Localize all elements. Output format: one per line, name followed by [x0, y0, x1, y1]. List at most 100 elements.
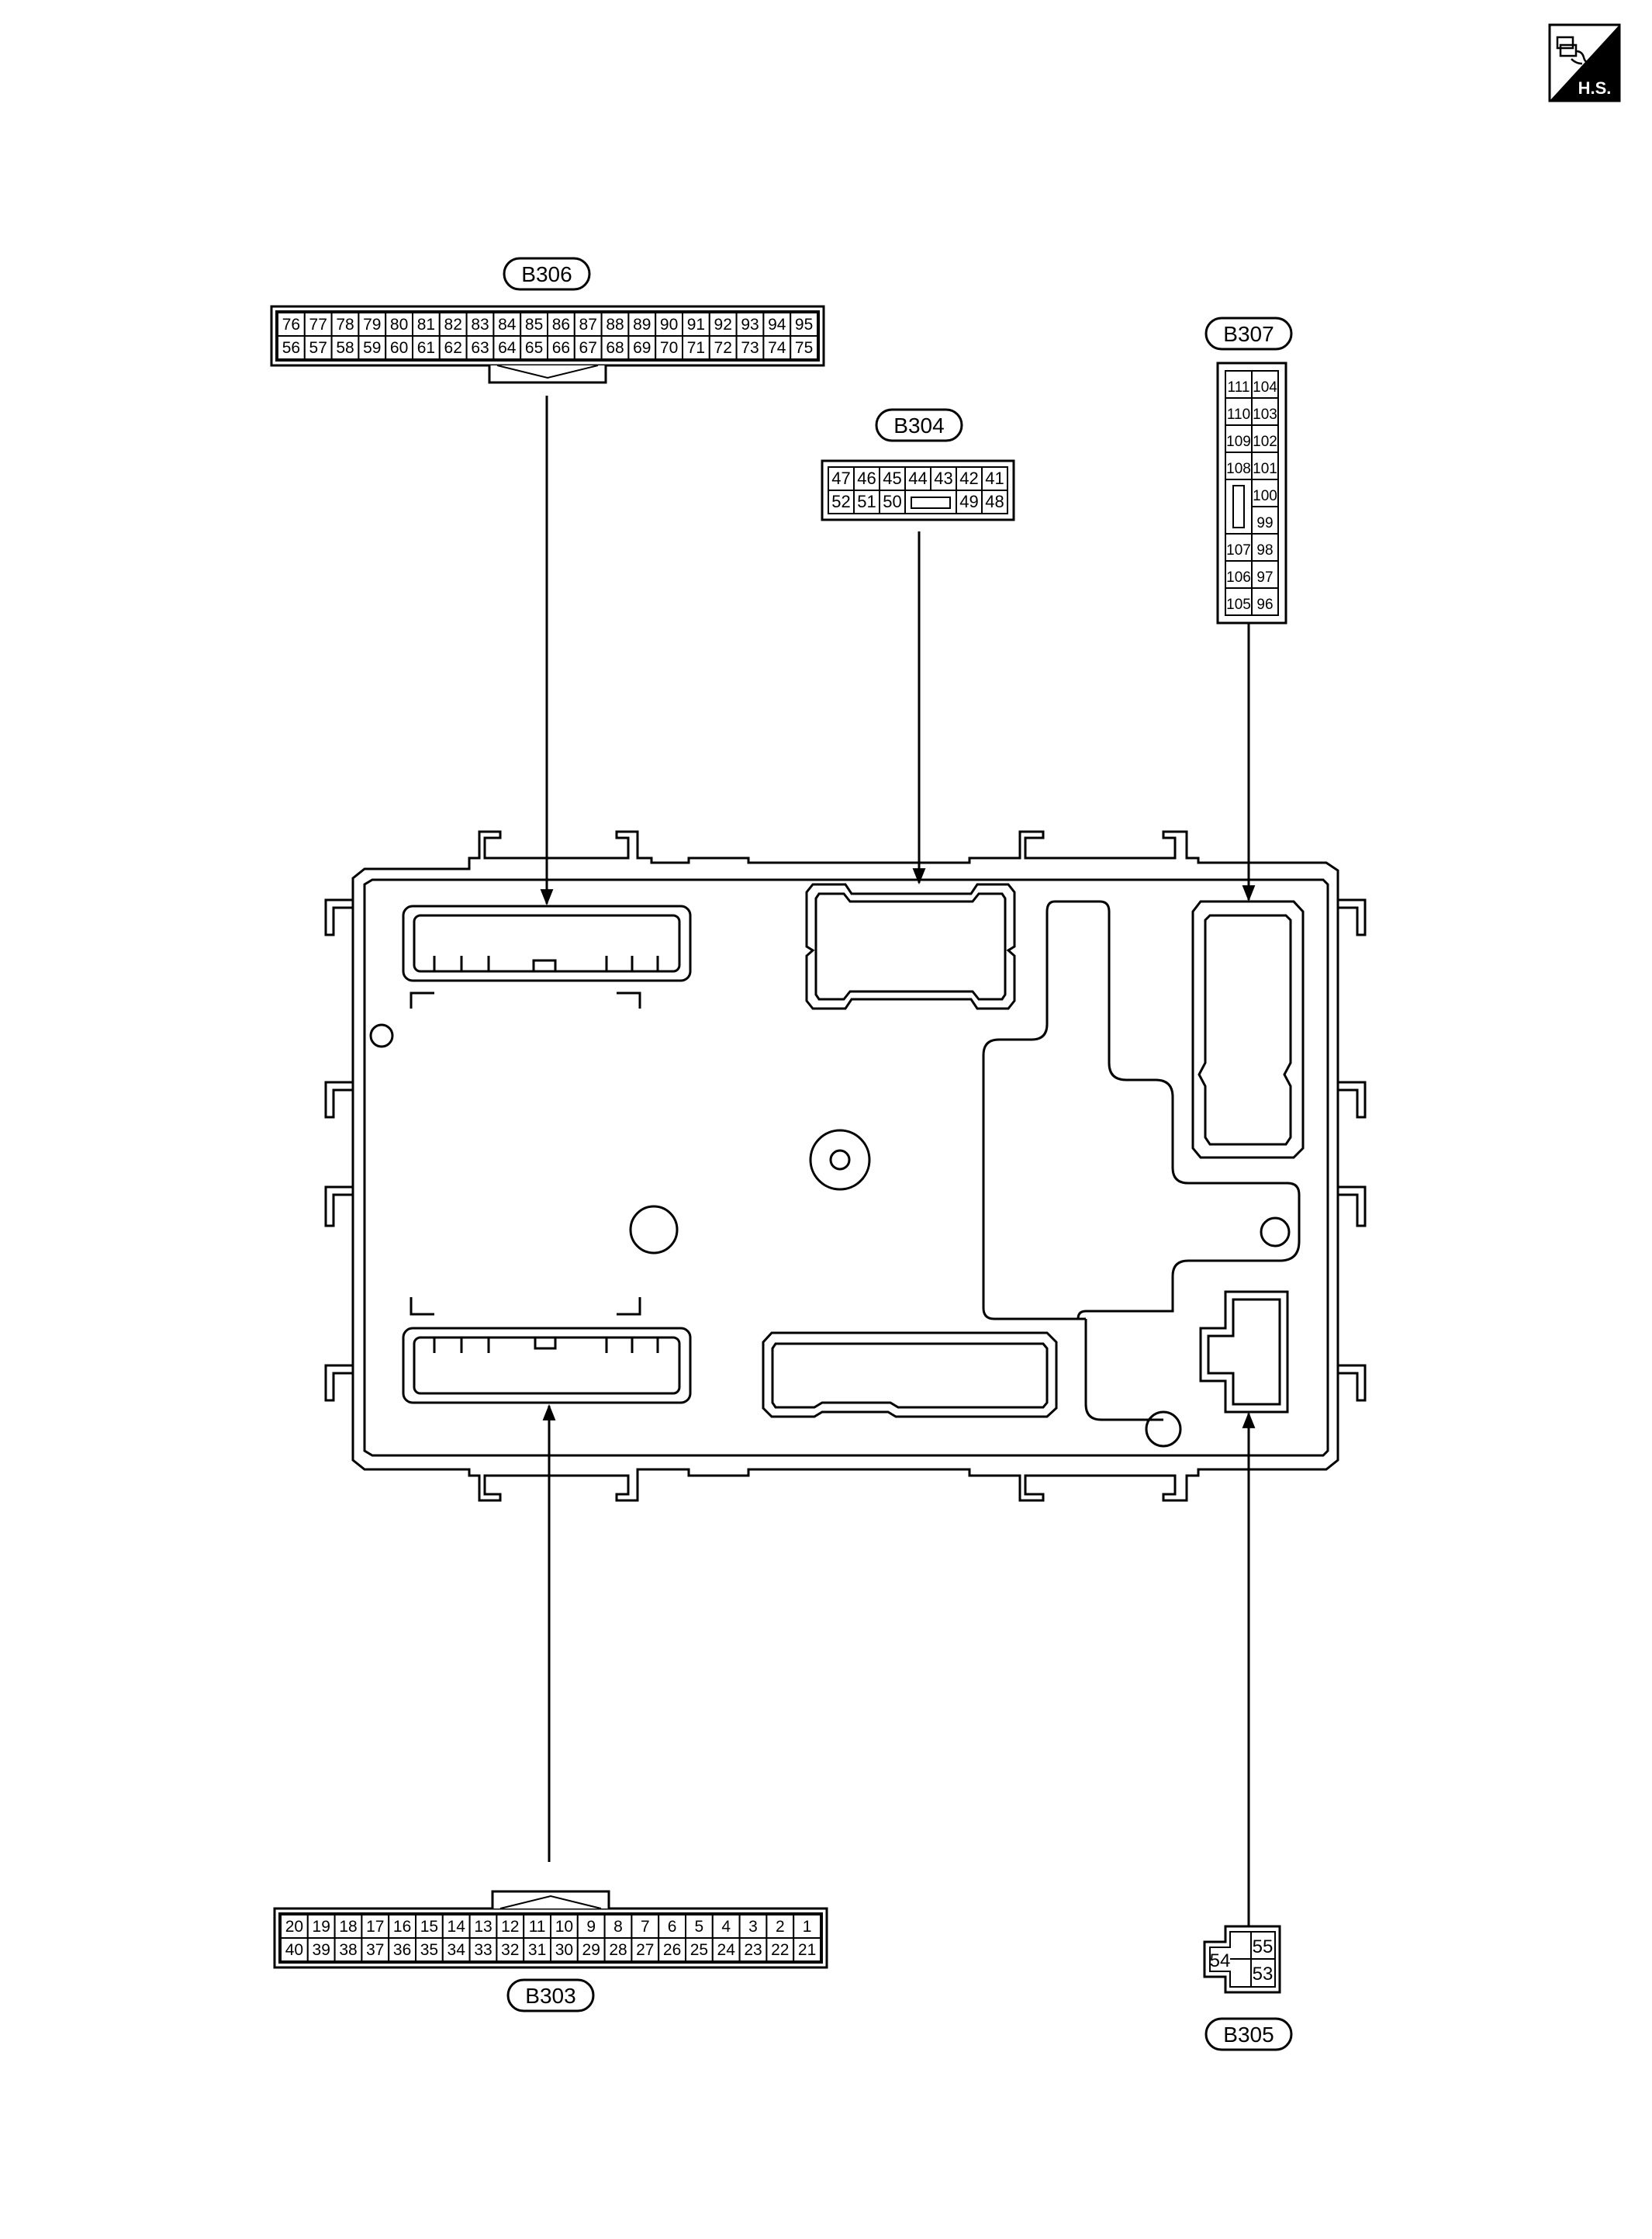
- terminal-cell: [1251, 452, 1279, 480]
- terminal-pin-label: 3: [748, 1918, 758, 1936]
- terminal-pin-label: 23: [744, 1941, 762, 1959]
- terminal-pin-label: 5: [695, 1918, 704, 1936]
- terminal-cell: [465, 335, 495, 360]
- terminal-cell: [303, 335, 333, 360]
- terminal-cell: [879, 466, 906, 491]
- terminal-pin-label: 62: [444, 339, 462, 357]
- connector-b305: 54 55 53 B305: [1203, 1925, 1293, 2051]
- terminal-pin-label: 13: [474, 1918, 492, 1936]
- b307-terminal-block: 1111101091081071061051041031021011009998…: [1216, 362, 1287, 625]
- terminal-pin-label: 30: [555, 1941, 573, 1959]
- terminal-pin-label: 47: [831, 469, 850, 488]
- terminal-cell: [828, 490, 855, 514]
- b305-pin-right-top: 55: [1253, 1936, 1274, 1957]
- terminal-pin-label: 97: [1256, 569, 1273, 586]
- terminal-pin-label: 21: [798, 1941, 816, 1959]
- terminal-pin-label: 100: [1253, 488, 1277, 504]
- terminal-pin-label: 86: [552, 316, 570, 334]
- terminal-pin-label: 105: [1226, 597, 1251, 613]
- hs-badge: H.S.: [1548, 23, 1621, 102]
- terminal-pin-label: 49: [959, 492, 978, 511]
- terminal-pin-label: 40: [285, 1941, 303, 1959]
- leader-lines: [540, 396, 1256, 1928]
- terminal-cell: [550, 1914, 579, 1939]
- terminal-pin-label: 91: [687, 316, 705, 334]
- terminal-pin-label: 108: [1226, 461, 1251, 477]
- terminal-pin-label: 63: [471, 339, 489, 357]
- terminal-pin-label: 15: [420, 1918, 438, 1936]
- terminal-pin-label: 76: [282, 316, 300, 334]
- terminal-cell: [361, 1937, 390, 1962]
- terminal-pin-label: 87: [579, 316, 597, 334]
- terminal-pin-label: 24: [717, 1941, 736, 1959]
- terminal-cell: [790, 312, 819, 337]
- terminal-cell: [361, 1914, 390, 1939]
- terminal-cell: [956, 490, 983, 514]
- terminal-cell: [468, 1937, 498, 1962]
- terminal-cell: [334, 1937, 363, 1962]
- terminal-cell: [1251, 506, 1279, 535]
- terminal-cell: [685, 1937, 714, 1962]
- terminal-pin-label: 33: [474, 1941, 492, 1959]
- terminal-pin-label: 58: [336, 339, 354, 357]
- terminal-cell: [685, 1914, 714, 1939]
- terminal-pin-label: 48: [985, 492, 1004, 511]
- terminal-pin-label: 29: [582, 1941, 600, 1959]
- terminal-cell: [853, 490, 880, 514]
- terminal-cell: [735, 335, 765, 360]
- terminal-pin-label: 14: [448, 1918, 466, 1936]
- terminal-pin-label: 101: [1253, 461, 1277, 477]
- terminal-pin-label: 70: [660, 339, 678, 357]
- terminal-pin-label: 6: [668, 1918, 677, 1936]
- terminal-cell: [1251, 533, 1279, 562]
- terminal-pin-label: 19: [313, 1918, 330, 1936]
- b305-pin-right-bottom: 53: [1253, 1964, 1274, 1985]
- terminal-cell: [658, 1937, 687, 1962]
- terminal-pin-label: 9: [586, 1918, 596, 1936]
- b307-label: B307: [1223, 322, 1274, 346]
- terminal-pin-label: 60: [390, 339, 408, 357]
- terminal-pin-label: 59: [363, 339, 381, 357]
- terminal-pin-label: 98: [1256, 542, 1273, 559]
- harness-icon: [1556, 36, 1592, 65]
- terminal-cell: [1251, 370, 1279, 399]
- terminal-pin-label: 51: [857, 492, 876, 511]
- terminal-pin-label: 85: [525, 316, 543, 334]
- terminal-pin-label: 10: [555, 1918, 573, 1936]
- terminal-pin-label: 69: [633, 339, 651, 357]
- terminal-pin-label: 7: [641, 1918, 650, 1936]
- terminal-pin-label: 75: [795, 339, 813, 357]
- terminal-cell: [492, 335, 522, 360]
- terminal-pin-label: 37: [366, 1941, 384, 1959]
- terminal-cell: [981, 490, 1008, 514]
- terminal-cell: [415, 1937, 444, 1962]
- terminal-pin-label: 65: [525, 339, 543, 357]
- terminal-pin-label: 96: [1256, 597, 1273, 613]
- terminal-cell: [708, 335, 738, 360]
- terminal-pin-label: 71: [687, 339, 705, 357]
- terminal-pin-label: 99: [1256, 515, 1273, 531]
- terminal-pin-label: 78: [336, 316, 354, 334]
- b303-label: B303: [525, 1984, 575, 2008]
- terminal-pin-label: 68: [606, 339, 624, 357]
- terminal-pin-label: 52: [831, 492, 850, 511]
- terminal-pin-label: 106: [1226, 569, 1251, 586]
- terminal-pin-label: 61: [417, 339, 435, 357]
- terminal-cell: [981, 466, 1008, 491]
- terminal-pin-label: 36: [393, 1941, 411, 1959]
- terminal-pin-label: 95: [795, 316, 813, 334]
- terminal-pin-label: 34: [448, 1941, 466, 1959]
- terminal-cell: [766, 1937, 795, 1962]
- terminal-cell: [1225, 370, 1253, 399]
- terminal-pin-label: 16: [393, 1918, 411, 1936]
- terminal-cell: [930, 466, 957, 491]
- terminal-pin-label: 94: [768, 316, 786, 334]
- b305-pin-left: 54: [1210, 1950, 1231, 1971]
- terminal-pin-label: 28: [609, 1941, 627, 1959]
- terminal-pin-label: 90: [660, 316, 678, 334]
